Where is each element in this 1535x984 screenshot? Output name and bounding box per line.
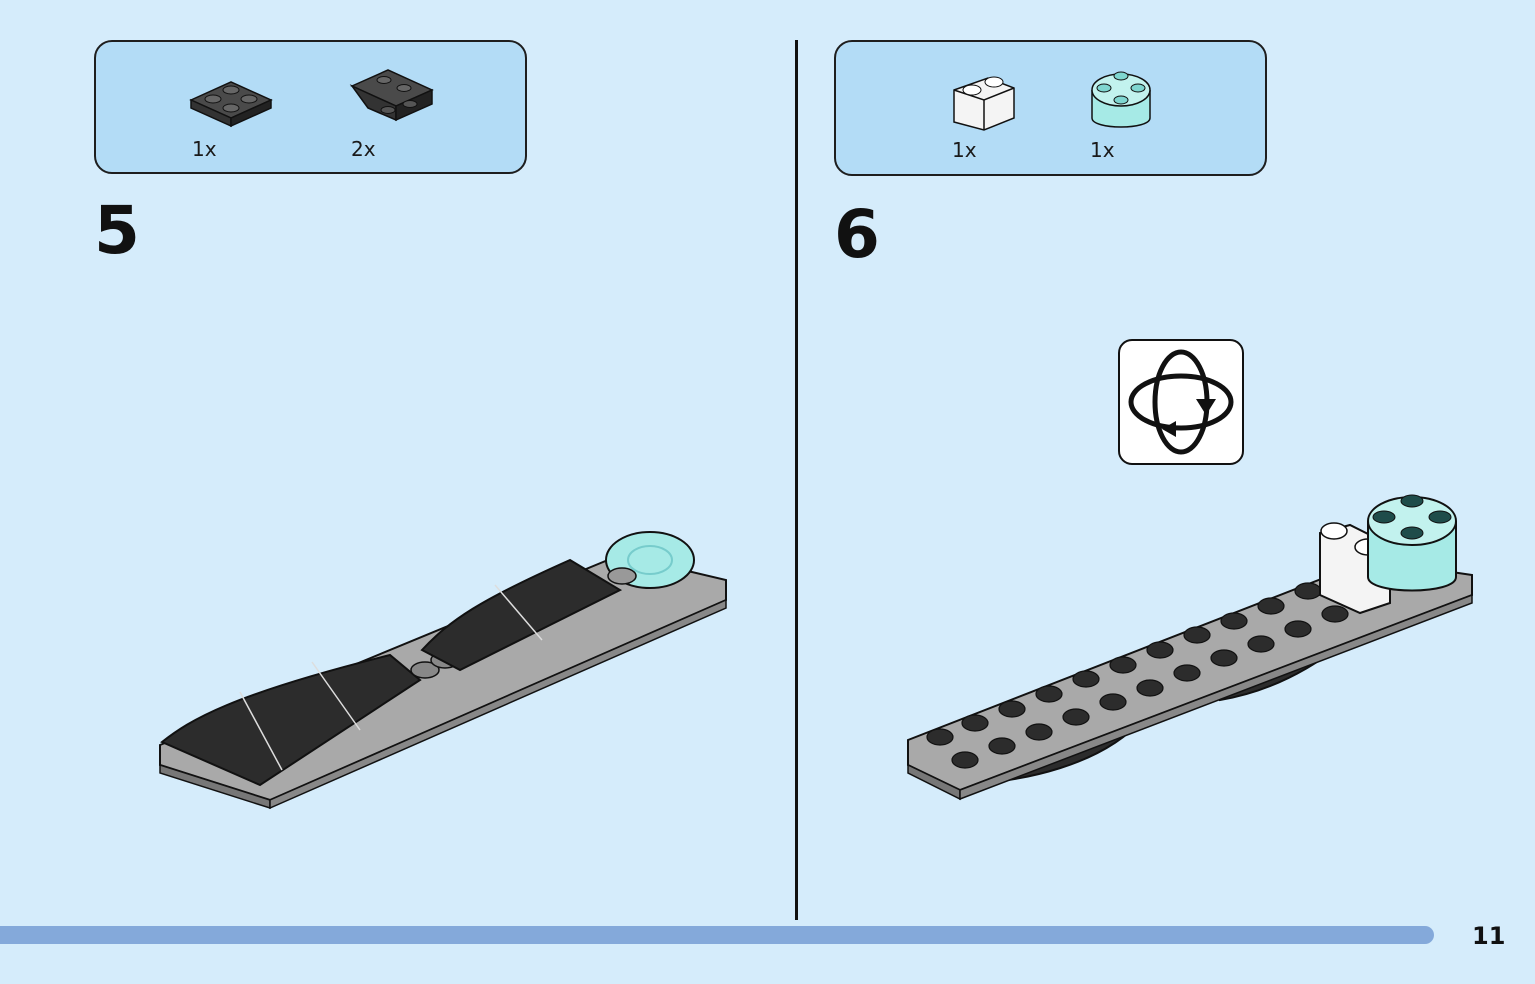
part-quantity: 1x [952, 138, 977, 162]
rotate-model-icon [1118, 339, 1244, 465]
dark-gray-plate-2x2-icon [186, 70, 276, 132]
step5-assembly-illustration [150, 520, 740, 820]
part-quantity: 1x [192, 137, 217, 161]
white-brick-1x2-icon [948, 70, 1018, 138]
step6-parts-box: 1x 1x [834, 40, 1267, 176]
page-number: 11 [1472, 922, 1506, 950]
trans-light-blue-round-brick-icon [1086, 62, 1156, 138]
dark-gray-inverted-slope-icon [348, 64, 438, 130]
step-number: 5 [94, 192, 140, 269]
page-divider [795, 40, 798, 920]
part-quantity: 1x [1090, 138, 1115, 162]
step5-parts-box: 1x 2x [94, 40, 527, 174]
part-quantity: 2x [351, 137, 376, 161]
progress-bar [0, 926, 1434, 944]
step-number: 6 [834, 196, 880, 273]
step6-assembly-illustration [900, 485, 1480, 815]
